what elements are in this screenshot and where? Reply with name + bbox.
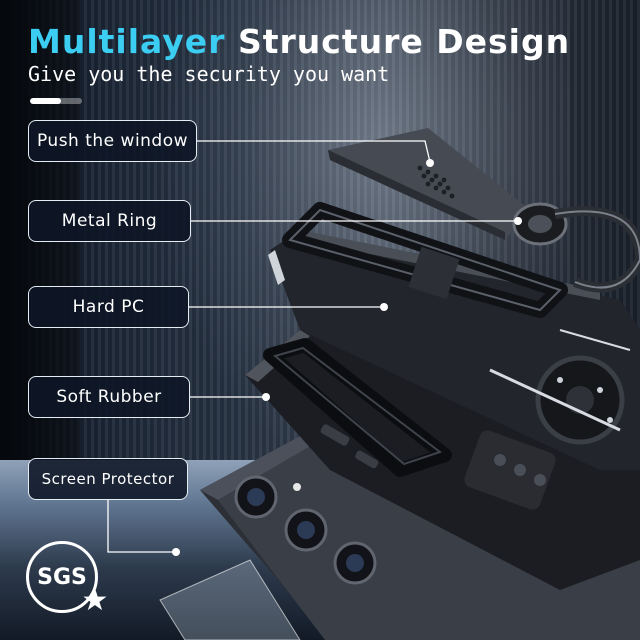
callout-leaders bbox=[107, 140, 518, 553]
callout-soft-rubber: Soft Rubber bbox=[28, 376, 190, 418]
callout-label: Push the window bbox=[36, 131, 189, 151]
push-window-slider bbox=[328, 128, 530, 240]
screen-protector-glass bbox=[159, 559, 301, 640]
callout-push-window: Push the window bbox=[28, 120, 197, 162]
slide-progress-fill bbox=[30, 98, 62, 104]
slide-progress-bar bbox=[30, 98, 82, 104]
title-accent: Multilayer bbox=[28, 22, 226, 61]
callout-label: Hard PC bbox=[72, 297, 145, 317]
callout-screen-protector: Screen Protector bbox=[28, 458, 188, 500]
star-icon: ★ bbox=[81, 583, 109, 618]
callout-label: Soft Rubber bbox=[56, 387, 162, 407]
callout-metal-ring: Metal Ring bbox=[28, 200, 191, 242]
callout-label: Screen Protector bbox=[41, 470, 175, 488]
page-title: Multilayer Structure Design bbox=[28, 22, 570, 61]
callout-dots bbox=[172, 159, 522, 556]
sgs-badge-label: SGS bbox=[37, 564, 87, 590]
camera-lenses bbox=[234, 475, 377, 585]
callout-label: Metal Ring bbox=[61, 211, 158, 231]
title-rest: Structure Design bbox=[225, 22, 571, 61]
sgs-badge: SGS bbox=[26, 541, 98, 613]
metal-ring-frame bbox=[282, 202, 568, 318]
page-subtitle: Give you the security you want bbox=[28, 62, 390, 86]
callout-hard-pc: Hard PC bbox=[28, 286, 189, 328]
